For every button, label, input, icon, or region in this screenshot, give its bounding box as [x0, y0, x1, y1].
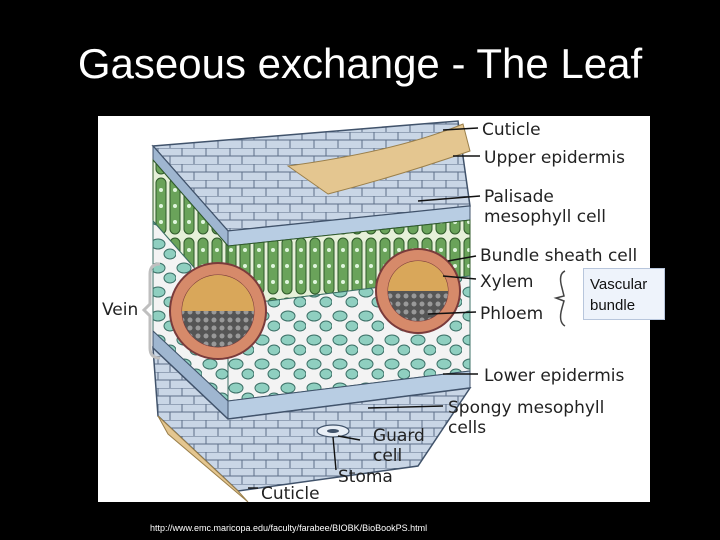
leaf-cross-section-figure: Cuticle Upper epidermis Palisade mesophy…	[98, 116, 650, 502]
label-palisade-2: mesophyll cell	[484, 207, 606, 227]
label-bundle-sheath: Bundle sheath cell	[480, 246, 637, 266]
vascular-bundle-left	[170, 263, 266, 359]
label-spongy-1: Spongy mesophyll	[448, 398, 604, 418]
label-upper-epidermis: Upper epidermis	[484, 148, 625, 168]
label-cuticle-top: Cuticle	[482, 120, 541, 140]
slide-title: Gaseous exchange - The Leaf	[0, 40, 720, 88]
label-lower-epidermis: Lower epidermis	[484, 366, 625, 386]
callout-line-1: Vascular	[590, 274, 658, 295]
label-palisade-1: Palisade	[484, 187, 554, 207]
label-xylem: Xylem	[480, 272, 533, 292]
label-spongy-2: cells	[448, 418, 486, 438]
label-cuticle-bottom: Cuticle	[261, 484, 320, 502]
label-guard-1: Guard	[373, 426, 425, 446]
label-guard-2: cell	[373, 446, 402, 466]
leaf-diagram: Cuticle Upper epidermis Palisade mesophy…	[98, 116, 650, 502]
label-phloem: Phloem	[480, 304, 543, 324]
label-stoma: Stoma	[338, 467, 393, 487]
source-url: http://www.emc.maricopa.edu/faculty/fara…	[150, 523, 427, 533]
callout-line-2: bundle	[590, 295, 658, 316]
vascular-bundle-bracket	[556, 271, 565, 326]
vascular-bundle-right	[376, 249, 460, 333]
vascular-bundle-callout: Vascular bundle	[583, 268, 665, 320]
label-vein: Vein	[102, 300, 138, 320]
